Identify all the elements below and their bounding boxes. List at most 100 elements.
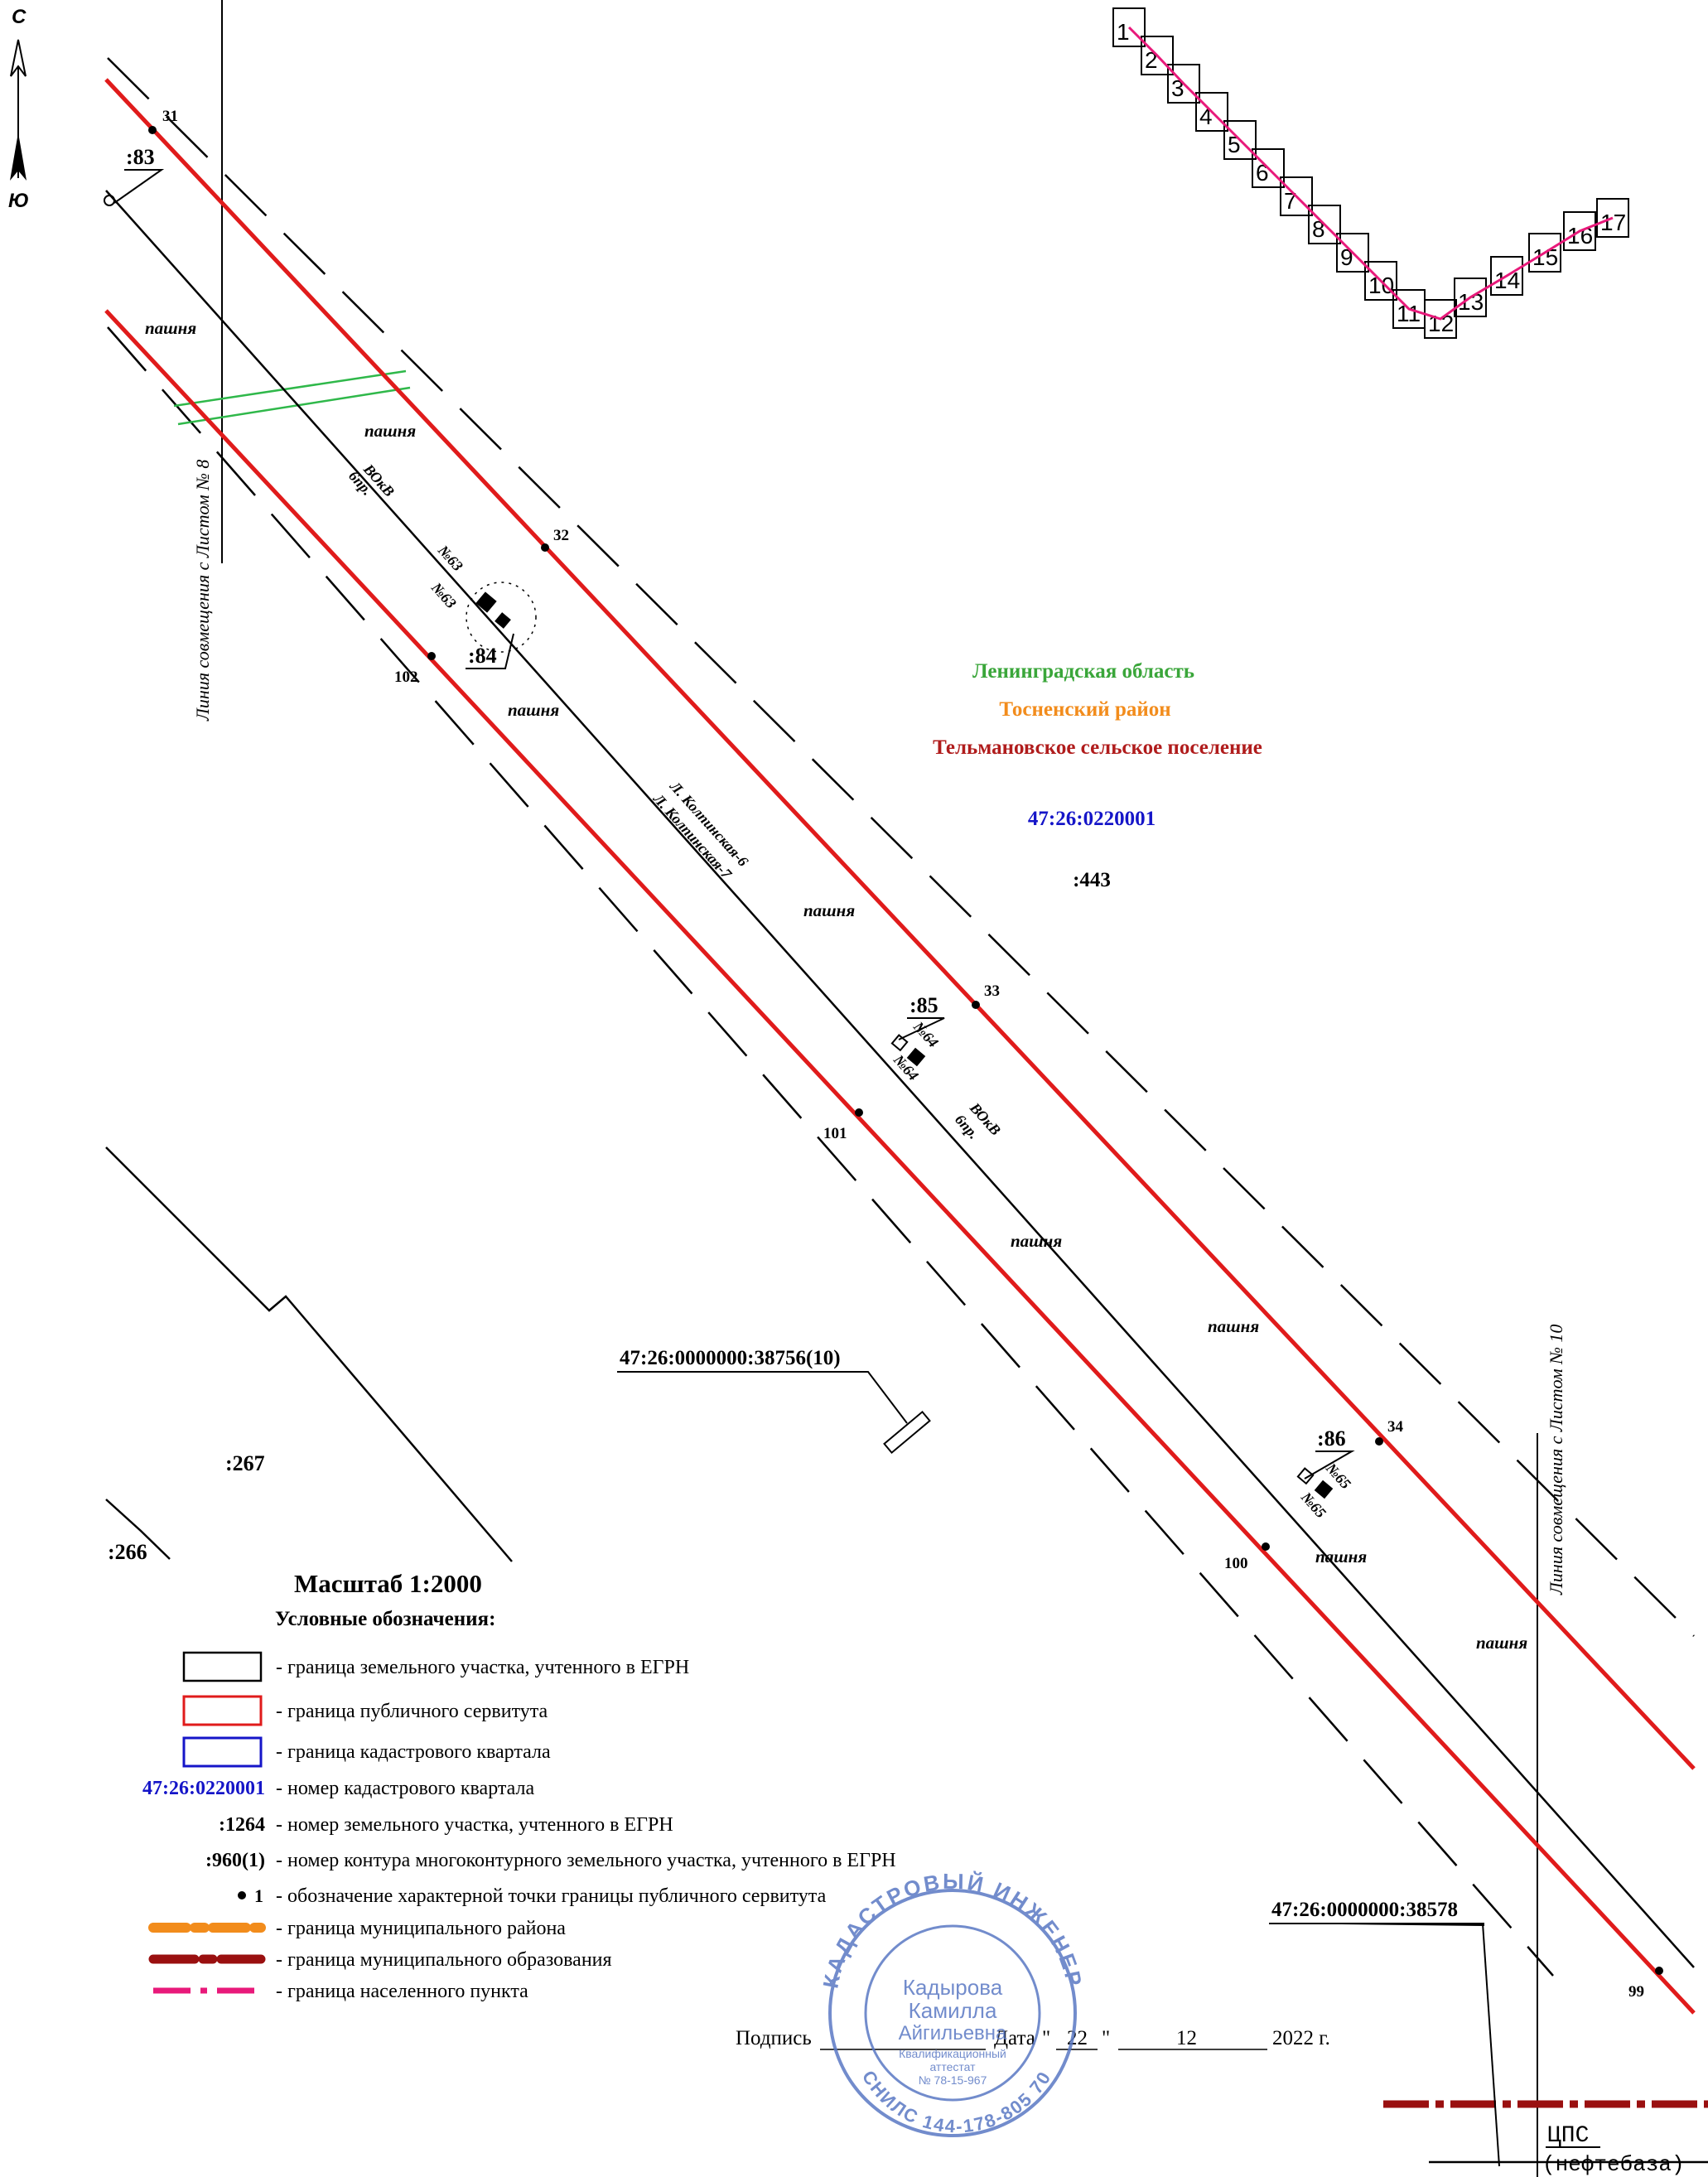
field-label: пашня bbox=[1208, 1316, 1259, 1336]
north-arrow: С Ю bbox=[8, 6, 29, 212]
legend-item-text: - номер земельного участка, учтенного в … bbox=[276, 1814, 673, 1836]
key-map-sheet bbox=[1596, 198, 1629, 238]
svg-text:": " bbox=[1042, 2027, 1050, 2049]
legend-scale: Масштаб 1:2000 bbox=[294, 1569, 482, 1598]
legend-sample-kvartal bbox=[182, 1736, 263, 1768]
point-31: 31 bbox=[162, 108, 178, 125]
point-99: 99 bbox=[1628, 1983, 1644, 2001]
key-map-sheet bbox=[1195, 92, 1228, 132]
n64-label-a: №64 bbox=[909, 1018, 942, 1051]
key-map-route bbox=[1127, 26, 1614, 321]
north-label: С bbox=[12, 6, 27, 28]
field-label: пашня bbox=[1011, 1231, 1062, 1251]
servitut-points bbox=[148, 126, 1663, 1975]
field-label: пашня bbox=[145, 318, 196, 338]
legend-item-text: - граница земельного участка, учтенного … bbox=[276, 1657, 689, 1678]
green-lines bbox=[173, 369, 411, 426]
legend-item-text: - номер кадастрового квартала bbox=[276, 1778, 535, 1799]
svg-text:аттестат: аттестат bbox=[929, 2060, 976, 2073]
key-map-sheet-number: 3 bbox=[1171, 75, 1185, 101]
legend-sample-kvartal-number: 47:26:0220001 bbox=[142, 1778, 265, 1799]
point-33: 33 bbox=[984, 982, 1000, 1000]
svg-text:47:26:0000000:38756(10): 47:26:0000000:38756(10) bbox=[620, 1347, 841, 1369]
dashed-boundaries bbox=[107, 57, 1695, 1977]
legend: Масштаб 1:2000 Условные обозначения: 47:… bbox=[142, 1569, 896, 2002]
key-map-sheet-number: 12 bbox=[1428, 311, 1454, 336]
key-map-sheet bbox=[1112, 7, 1146, 47]
support-markers bbox=[104, 195, 1334, 1499]
key-map-sheet bbox=[1280, 176, 1313, 216]
servitut-boundaries bbox=[104, 78, 1696, 2015]
key-map-sheet bbox=[1364, 261, 1397, 301]
parcel-267-label: :267 bbox=[225, 1451, 265, 1475]
region-labels: Ленинградская область Тосненский район Т… bbox=[933, 660, 1262, 891]
key-map-sheet bbox=[1454, 278, 1487, 317]
engineer-stamp: КАДАСТРОВЫЙ ИНЖЕНЕР СНИЛС 144-178-805 70… bbox=[818, 1869, 1085, 2137]
field-label: пашня bbox=[508, 700, 559, 720]
legend-sample-servitut bbox=[182, 1695, 263, 1726]
n63-label-a: №63 bbox=[434, 542, 466, 575]
date-year: 2022 г. bbox=[1272, 2027, 1330, 2049]
field-label: пашня bbox=[803, 900, 855, 920]
svg-text:№ 78-15-967: № 78-15-967 bbox=[919, 2073, 987, 2087]
svg-text:Квалификационный: Квалификационный bbox=[899, 2047, 1006, 2060]
kvartal-label: 47:26:0220001 bbox=[1028, 808, 1156, 830]
cadastral-ref-1: 47:26:0000000:38756(10) bbox=[617, 1347, 931, 1455]
cadastral-ref-2: 47:26:0000000:38578 bbox=[1269, 1899, 1500, 2167]
legend-sample-point-icon bbox=[238, 1891, 246, 1899]
north-arrow-icon bbox=[10, 39, 27, 77]
field-label: пашня bbox=[1315, 1547, 1367, 1566]
key-map-sheet bbox=[1490, 256, 1523, 296]
parcel-443-label: :443 bbox=[1073, 869, 1111, 891]
poselenie-label: Тельмановское сельское поселение bbox=[933, 736, 1262, 759]
joint-label-left: Линия совмещения с Листом № 8 bbox=[192, 460, 213, 722]
parcel-boundary-line bbox=[105, 190, 1695, 1968]
parcel-85: :85 bbox=[909, 993, 938, 1017]
svg-text:Камилла: Камилла bbox=[909, 1998, 997, 2023]
key-map-sheet bbox=[1336, 233, 1369, 273]
parcel-84: :84 bbox=[468, 644, 497, 668]
svg-text:47:26:0000000:38578: 47:26:0000000:38578 bbox=[1271, 1899, 1458, 1921]
key-map-sheet bbox=[1252, 148, 1285, 188]
legend-item-text: - граница населенного пункта bbox=[276, 1981, 528, 2002]
signature-label: Подпись bbox=[736, 2027, 812, 2049]
south-label: Ю bbox=[8, 190, 29, 212]
legend-title: Условные обозначения: bbox=[275, 1608, 495, 1630]
joint-label-right: Линия совмещения с Листом № 10 bbox=[1546, 1325, 1566, 1595]
key-map-sheet bbox=[1141, 36, 1174, 75]
oblast-label: Ленинградская область bbox=[972, 660, 1194, 683]
key-map-sheet bbox=[1528, 233, 1561, 273]
legend-item-text: - номер контура многоконтурного земельно… bbox=[276, 1850, 896, 1871]
legend-item-text: - граница публичного сервитута bbox=[276, 1701, 548, 1722]
parcel-labels: :83 :84 :85 :86 bbox=[113, 145, 1355, 1479]
field-labels: пашня пашня пашня пашня пашня пашня пашн… bbox=[145, 318, 1527, 1653]
legend-sample-point: 1 bbox=[254, 1885, 263, 1906]
signature-block: Подпись Дата " 22 " 12 2022 г. bbox=[736, 2027, 1330, 2050]
parcel-83: :83 bbox=[126, 145, 155, 169]
field-label: пашня bbox=[1476, 1633, 1527, 1653]
legend-item-text: - граница муниципального района bbox=[276, 1918, 566, 1939]
legend-item-text: - граница кадастрового квартала bbox=[276, 1741, 551, 1763]
svg-text:Айгильевна: Айгильевна bbox=[899, 2022, 1007, 2044]
date-label: Дата bbox=[994, 2027, 1035, 2049]
legend-sample-parcel-number: :1264 bbox=[219, 1814, 265, 1836]
key-map-sheet-number: 10 bbox=[1368, 273, 1394, 298]
key-map-sheet bbox=[1308, 205, 1341, 244]
legend-item-text: - граница муниципального образования bbox=[276, 1949, 612, 1971]
key-map-sheet-number: 1 bbox=[1117, 19, 1130, 45]
n63-label-b: №63 bbox=[427, 579, 460, 612]
legend-item-text: - обозначение характерной точки границы … bbox=[276, 1885, 827, 1907]
cps-subtitle: (нефтебаза) bbox=[1542, 2152, 1685, 2177]
point-101: 101 bbox=[823, 1125, 847, 1142]
south-arrow-icon bbox=[10, 133, 27, 181]
key-map-sheet bbox=[1563, 211, 1596, 251]
parcel-86: :86 bbox=[1317, 1426, 1346, 1451]
parcel-266-label: :266 bbox=[108, 1540, 147, 1564]
point-34: 34 bbox=[1387, 1418, 1404, 1436]
key-map-sheet bbox=[1424, 299, 1457, 339]
point-32: 32 bbox=[553, 527, 569, 544]
point-100: 100 bbox=[1224, 1555, 1248, 1572]
cps-title: ЦПС bbox=[1547, 2123, 1589, 2149]
